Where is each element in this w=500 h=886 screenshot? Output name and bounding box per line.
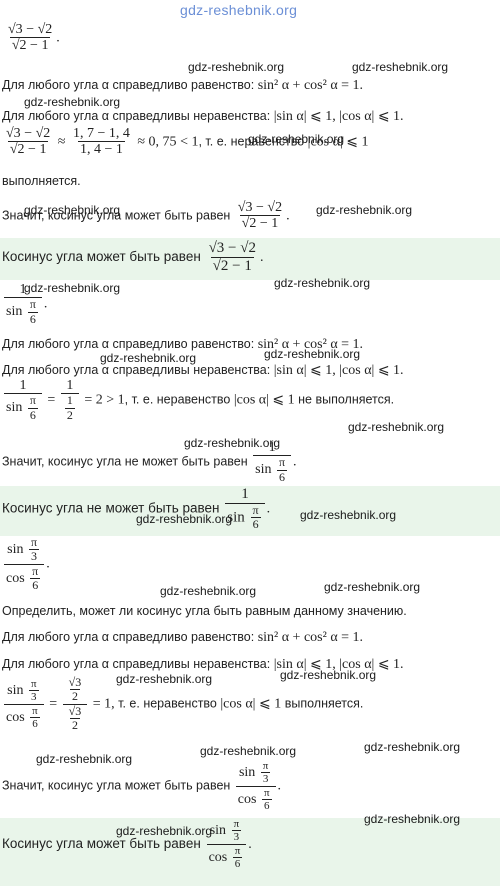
watermark: gdz-reshebnik.org bbox=[136, 512, 233, 526]
watermark: gdz-reshebnik.org bbox=[200, 744, 297, 758]
watermark: gdz-reshebnik.org bbox=[300, 508, 397, 522]
watermark: gdz-reshebnik.org bbox=[24, 203, 121, 217]
watermark: gdz-reshebnik.org bbox=[36, 752, 133, 766]
watermark: gdz-reshebnik.org bbox=[280, 668, 377, 682]
watermark-top: gdz-reshebnik.org bbox=[180, 2, 298, 18]
watermark: gdz-reshebnik.org bbox=[348, 420, 445, 434]
identity-line: Для любого угла α справедливо равенство:… bbox=[2, 78, 364, 93]
computation-1: √3 − √2 √2 − 1 ≈ 1, 7 − 1, 4 1, 4 − 1 ≈ … bbox=[6, 126, 369, 158]
conclusion-3: Значит, косинус угла может быть равен si… bbox=[2, 760, 282, 812]
watermark: gdz-reshebnik.org bbox=[264, 347, 361, 361]
identity-line: Для любого угла α справедливо равенство:… bbox=[2, 630, 364, 645]
expr-header-1: √3 − √2 √2 − 1 . bbox=[8, 22, 60, 54]
watermark: gdz-reshebnik.org bbox=[352, 60, 449, 74]
watermark: gdz-reshebnik.org bbox=[248, 132, 345, 146]
watermark: gdz-reshebnik.org bbox=[324, 580, 421, 594]
watermark: gdz-reshebnik.org bbox=[100, 351, 197, 365]
conclusion-1: Значит, косинус угла может быть равен √3… bbox=[2, 200, 290, 232]
inequality-line: Для любого угла α справедливы неравенств… bbox=[2, 109, 404, 124]
inequality-line: Для любого угла α справедливы неравенств… bbox=[2, 657, 404, 672]
watermark: gdz-reshebnik.org bbox=[24, 95, 121, 109]
answer-band-2 bbox=[0, 486, 500, 536]
watermark: gdz-reshebnik.org bbox=[160, 584, 257, 598]
watermark: gdz-reshebnik.org bbox=[316, 203, 413, 217]
answer-2: Косинус угла не может быть равен 1 sin π… bbox=[2, 486, 271, 531]
conclusion-2: Значит, косинус угла не может быть равен… bbox=[2, 440, 297, 484]
watermark: gdz-reshebnik.org bbox=[364, 740, 461, 754]
answer-band-1 bbox=[0, 238, 500, 280]
watermark: gdz-reshebnik.org bbox=[274, 276, 371, 290]
watermark: gdz-reshebnik.org bbox=[116, 672, 213, 686]
watermark: gdz-reshebnik.org bbox=[188, 60, 285, 74]
watermark: gdz-reshebnik.org bbox=[184, 436, 281, 450]
identity-line: Для любого угла α справедливо равенство:… bbox=[2, 337, 364, 352]
watermark: gdz-reshebnik.org bbox=[24, 281, 121, 295]
inequality-line: Для любого угла α справедливы неравенств… bbox=[2, 363, 404, 378]
answer-1: Косинус угла может быть равен √3 − √2 √2… bbox=[2, 240, 264, 274]
task-statement: Определить, может ли косинус угла быть р… bbox=[2, 604, 407, 618]
holds-line-1: выполняется. bbox=[2, 174, 81, 188]
watermark: gdz-reshebnik.org bbox=[116, 824, 213, 838]
answer-band-3 bbox=[0, 818, 500, 886]
watermark: gdz-reshebnik.org bbox=[364, 812, 461, 826]
